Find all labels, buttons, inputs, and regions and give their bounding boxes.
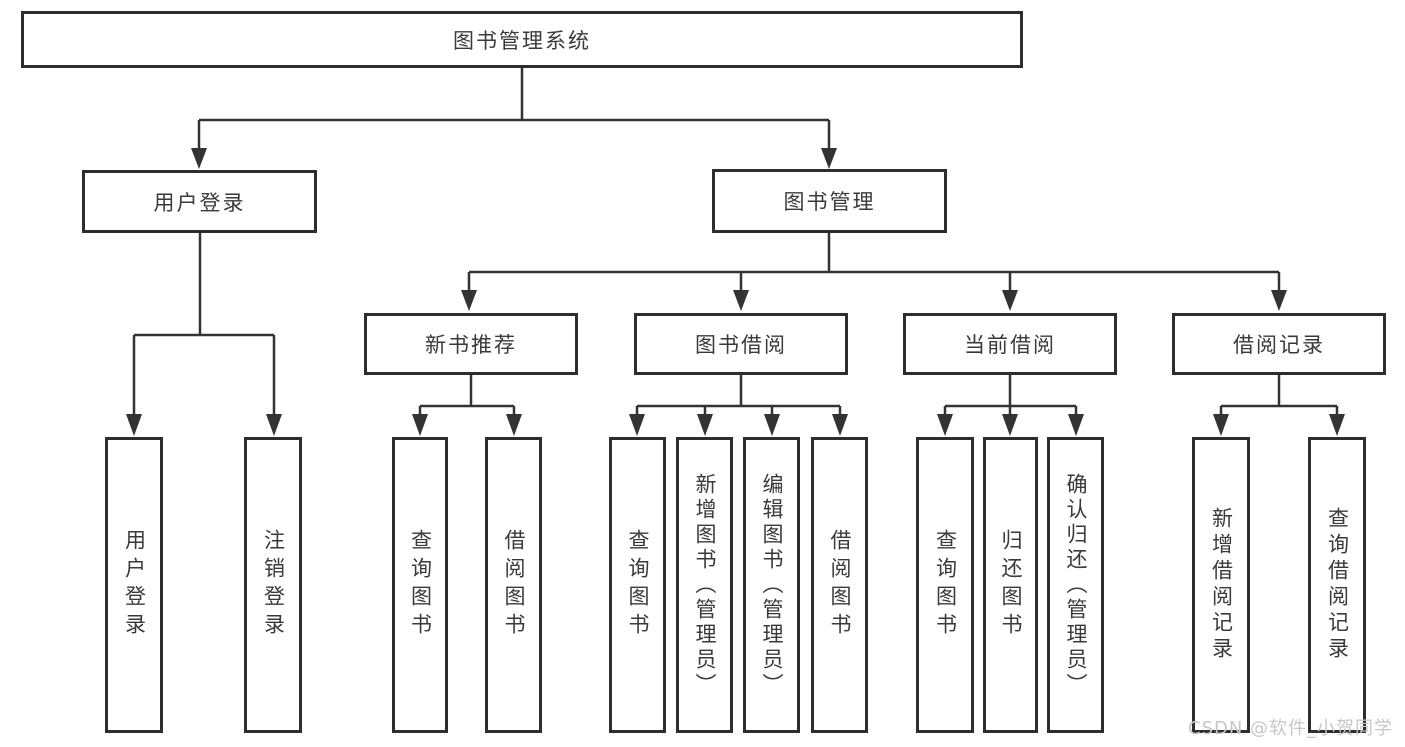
leaf-user-login: 用户登录 (105, 437, 163, 733)
node-user-login: 用户登录 (82, 170, 317, 233)
node-book-borrowing: 图书借阅 (634, 313, 848, 375)
leaf-query-books-borrow: 查询图书 (609, 437, 666, 733)
leaf-logout-label: 注销登录 (261, 529, 286, 641)
leaf-add-book-admin: 新增图书（管理员） (676, 437, 733, 733)
node-new-book-recommend-label: 新书推荐 (425, 333, 517, 357)
leaf-query-books-current-label: 查询图书 (933, 529, 958, 641)
leaf-query-books-current: 查询图书 (916, 437, 974, 733)
leaf-logout: 注销登录 (244, 437, 302, 733)
leaf-return-books: 归还图书 (983, 437, 1038, 733)
node-current-borrowing-label: 当前借阅 (964, 333, 1056, 357)
leaf-query-books-recommend-label: 查询图书 (408, 529, 433, 641)
leaf-borrow-books-recommend-label: 借阅图书 (502, 529, 526, 641)
leaf-borrow-books: 借阅图书 (811, 437, 868, 733)
leaf-add-borrow-record: 新增借阅记录 (1192, 437, 1250, 733)
node-book-management: 图书管理 (712, 169, 947, 233)
leaf-edit-book-admin: 编辑图书（管理员） (743, 437, 800, 733)
leaf-add-book-admin-label: 新增图书（管理员） (693, 472, 717, 698)
leaf-add-borrow-record-label: 新增借阅记录 (1209, 507, 1234, 663)
leaf-edit-book-admin-label: 编辑图书（管理员） (760, 472, 784, 698)
leaf-query-borrow-record: 查询借阅记录 (1308, 437, 1366, 733)
arrowhead-icons (126, 148, 1345, 436)
leaf-confirm-return-admin-label: 确认归还（管理员） (1064, 472, 1088, 698)
leaf-query-books-recommend: 查询图书 (392, 437, 448, 733)
node-borrowing-records: 借阅记录 (1172, 313, 1386, 375)
leaf-return-books-label: 归还图书 (999, 529, 1023, 641)
leaf-query-books-borrow-label: 查询图书 (626, 529, 650, 641)
node-root-label: 图书管理系统 (453, 28, 591, 53)
leaf-borrow-books-recommend: 借阅图书 (485, 437, 542, 733)
node-root-system: 图书管理系统 (21, 11, 1023, 68)
node-borrowing-records-label: 借阅记录 (1233, 333, 1325, 357)
leaf-confirm-return-admin: 确认归还（管理员） (1047, 437, 1104, 733)
leaf-user-login-label: 用户登录 (122, 529, 147, 641)
node-book-management-label: 图书管理 (783, 190, 876, 214)
csdn-watermark: CSDN @软件_小贺同学 (1188, 718, 1394, 739)
leaf-borrow-books-label: 借阅图书 (828, 529, 852, 641)
node-user-login-label: 用户登录 (153, 190, 246, 215)
node-book-borrowing-label: 图书借阅 (695, 333, 787, 357)
leaf-query-borrow-record-label: 查询借阅记录 (1325, 507, 1350, 663)
node-current-borrowing: 当前借阅 (903, 313, 1117, 375)
node-new-book-recommend: 新书推荐 (364, 313, 578, 375)
